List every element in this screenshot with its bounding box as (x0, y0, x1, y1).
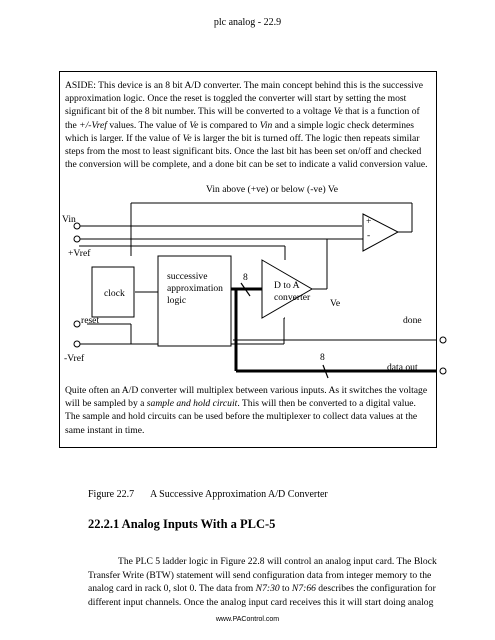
bus-width-label-2: 8 (320, 352, 325, 363)
comparator-plus: + (366, 216, 372, 227)
footer-site[interactable]: www.PAControl.com (215, 616, 280, 623)
figure-title: A Successive Approximation A/D Converter (150, 489, 328, 500)
vref-minus-label: -Vref (64, 353, 85, 364)
sal-label-1: successive (167, 271, 208, 282)
body-paragraph: The PLC 5 ladder logic in Figure 22.8 wi… (88, 556, 437, 608)
sal-label-3: logic (167, 295, 187, 306)
section-heading: 22.2.1 Analog Inputs With a PLC-5 (88, 517, 276, 531)
aside-bottom-text: Quite often an A/D converter will multip… (65, 385, 428, 436)
ve-label: Ve (330, 298, 341, 309)
comparator-caption: Vin above (+ve) or below (-ve) Ve (206, 184, 338, 195)
figure-number: Figure 22.7 (88, 489, 135, 500)
vref-plus-label: +Vref (68, 248, 91, 259)
aside-text: ASIDE: This device is an 8 bit A/D conve… (65, 80, 428, 171)
comparator-triangle (362, 213, 400, 252)
bus-width-label-1: 8 (243, 272, 248, 283)
dac-label-2: converter (274, 292, 311, 303)
sal-block (157, 255, 232, 347)
sal-label-2: approximation (167, 283, 223, 294)
clock-block (91, 266, 135, 318)
aside-box (59, 71, 437, 448)
reset-label: reset (81, 315, 100, 326)
running-head: plc analog - 22.9 (213, 17, 282, 28)
done-label: done (403, 315, 422, 326)
clock-label: clock (104, 288, 125, 299)
comparator-minus: - (367, 230, 371, 241)
vin-label: Vin (62, 214, 76, 225)
data-out-label: data out (387, 362, 418, 373)
dac-label-1: D to A (274, 280, 300, 291)
